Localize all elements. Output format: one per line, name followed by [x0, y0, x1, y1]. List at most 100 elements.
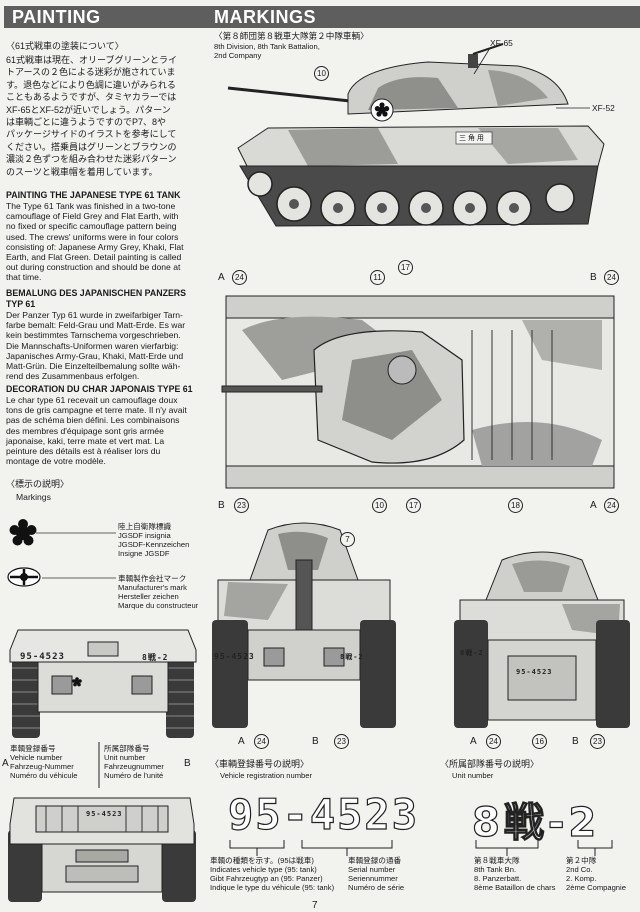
- unit-co-en: 2nd Co.: [566, 865, 593, 874]
- rear-right-plate: 95-4523: [516, 668, 553, 676]
- en-line: camouflage of Field Grey and Flat Earth,…: [6, 211, 179, 222]
- reg-type-jp: 車輌の種類を示す。(95は戦車): [210, 856, 314, 865]
- unit-co-caption: 第２中隊 2nd Co. 2. Komp. 2ème Compagnie: [566, 856, 626, 892]
- de-line: Japanisches Army-Grau, Khaki, Matt-Erde …: [6, 350, 184, 361]
- big-unit: 8戦-2: [471, 799, 601, 846]
- jp-line: パッケージサイドのイラストを参考にして: [6, 129, 177, 140]
- top-marker-a: A: [218, 272, 225, 283]
- painting-de-title: BEMALUNG DES JAPANISCHEN PANZERS TYP 61: [6, 288, 186, 309]
- reg-title-en: Vehicle registration number: [220, 771, 313, 780]
- jp-line: こともあるようですが、タミヤカラーでは: [6, 92, 177, 103]
- callout-16: 16: [532, 734, 547, 749]
- rear-marker-a: A: [470, 736, 477, 747]
- reg-serial-en: Serial number: [348, 865, 396, 874]
- painting-en-body: The Type 61 Tank was finished in a two-t…: [6, 201, 184, 283]
- reg-serial-fr: Numéro de série: [348, 883, 405, 892]
- jp-line: のスーツと戦車帽を着用しています。: [6, 166, 158, 177]
- callout-23-bottom: 23: [234, 498, 249, 513]
- callout-24-bottom: 24: [604, 498, 619, 513]
- de-line: Der Panzer Typ 61 wurde in zweifarbiger …: [6, 310, 183, 320]
- de-title-line: TYP 61: [6, 298, 36, 309]
- maker-leader-line: [42, 577, 116, 579]
- reg-type-en: Indicates vehicle type (95: tank): [210, 865, 317, 874]
- unit-title-jp: 〈所属部隊番号の説明〉: [440, 759, 540, 769]
- reg-bracket-serial: [301, 840, 393, 856]
- jp-line: XF-65とXF-52が近いでしょう。パターン: [6, 104, 171, 115]
- tank-top-view: [221, 295, 615, 489]
- unit-number-en: Unit number: [104, 753, 146, 762]
- front-mid-marker-b: B: [312, 736, 319, 747]
- fr-line: peinture des détails est à réaliser lors…: [6, 446, 161, 457]
- label-marker-b: B: [184, 758, 191, 769]
- page-number: 7: [312, 900, 318, 911]
- reg-bracket-type: [229, 840, 285, 856]
- markings-title-en-2: 2nd Company: [214, 51, 262, 60]
- xf52-leader: [556, 107, 590, 109]
- vehicle-number-de: Fahrzeug-Nummer: [10, 762, 74, 771]
- fr-line: Le char type 61 recevait un camouflage d…: [6, 395, 178, 405]
- legend-maker-de: Hersteller zeichen: [118, 592, 179, 601]
- markings-explain-en: Markings: [16, 492, 51, 502]
- callout-24-top-b: 24: [604, 270, 619, 285]
- reg-type-fr: Indique le type du véhicule (95: tank): [210, 883, 335, 892]
- reg-serial-jp: 車輌登録の通番: [348, 856, 402, 865]
- legend-insignia-fr: Insigne JGSDF: [118, 549, 170, 558]
- legend-maker-en: Manufacturer's mark: [118, 583, 187, 592]
- de-line: kein bestimmtes Tarnschema vorgeschriebe…: [6, 330, 181, 341]
- painting-fr-body: Le char type 61 recevait un camouflage d…: [6, 395, 187, 466]
- callout-17-bottom: 17: [406, 498, 421, 513]
- en-line: out during construction and should be do…: [6, 262, 181, 273]
- side-insignia-icon: [370, 98, 394, 122]
- tank-side-view: [227, 43, 605, 227]
- legend-insignia-en: JGSDF insignia: [118, 531, 171, 540]
- big-plate: 95-4523: [227, 789, 420, 839]
- markings-explain-jp: 〈標示の説明〉: [6, 479, 70, 489]
- unit-bn-caption: 第８戦車大隊 8th Tank Bn. 8. Panzerbatt. 8ème …: [474, 856, 555, 892]
- de-line: rend des Zusammenbaus erfolgen.: [6, 371, 140, 382]
- en-line: The Type 61 Tank was finished in a two-t…: [6, 201, 176, 211]
- paint-xf65: XF-65: [490, 38, 513, 48]
- tank-rear-view-right: [454, 551, 630, 728]
- unit-bracket-co: [577, 840, 613, 856]
- unit-number-label: 所属部隊番号 Unit number Fahrzeugnummer Numéro…: [104, 744, 164, 780]
- jp-line: 濃淡２色ずつを組み合わせた迷彩パターン: [6, 154, 177, 165]
- legend-maker-jp: 車輌製作会社マーク: [118, 574, 187, 583]
- painting-de-body: Der Panzer Typ 61 wurde in zweifarbiger …: [6, 310, 185, 381]
- unit-bn-en: 8th Tank Bn.: [474, 865, 517, 874]
- reg-serial-caption: 車輌登録の通番 Serial number Seriennummer Numér…: [348, 856, 404, 892]
- vehicle-number-label: 車輌登録番号 Vehicle number Fahrzeug-Nummer Nu…: [10, 744, 78, 780]
- jp-line: す。退色などにより色調に違いがみられる: [6, 79, 176, 90]
- jp-line: 61式戦車は現在、オリーブグリーンとライ: [6, 55, 178, 65]
- markings-header: MARKINGS: [206, 6, 640, 28]
- vehicle-number-en: Vehicle number: [10, 753, 63, 762]
- xf65-leader: [473, 47, 491, 75]
- front-left-insignia-icon: [72, 677, 82, 687]
- jgsdf-insignia-icon: [9, 519, 37, 546]
- fr-line: montage de votre modèle.: [6, 456, 106, 467]
- reg-type-de: Gibt Fahrzeugtyp an (95: Panzer): [210, 874, 323, 883]
- rear-marker-b: B: [572, 736, 579, 747]
- callout-7: 7: [340, 532, 355, 547]
- side-plate-text: 三 角 用: [459, 135, 484, 142]
- unit-number-de: Fahrzeugnummer: [104, 762, 164, 771]
- legend-insignia: 陸上自衛隊標識 JGSDF insignia JGSDF-Kennzeichen…: [118, 522, 189, 558]
- legend-insignia-de: JGSDF-Kennzeichen: [118, 540, 190, 549]
- callout-24-front: 24: [254, 734, 269, 749]
- front-mid-marker-a: A: [238, 736, 245, 747]
- callout-10-top: 10: [314, 66, 329, 81]
- manufacturer-mark-icon: [7, 567, 41, 587]
- rear-left-plate: 95-4523: [86, 810, 123, 818]
- en-line: consisting of: Japanese Army Grey, Khaki…: [6, 241, 184, 252]
- label-divider: [98, 742, 100, 788]
- bottom-marker-a: A: [590, 500, 597, 511]
- jp-line: ください。搭乗員はグリーンとブラウンの: [6, 141, 177, 152]
- en-line: no fixed or specific camouflage pattern …: [6, 221, 177, 232]
- reg-serial-de: Seriennummer: [348, 874, 398, 883]
- callout-18: 18: [508, 498, 523, 513]
- callout-10-bottom: 10: [372, 498, 387, 513]
- reg-type-caption: 車輌の種類を示す。(95は戦車) Indicates vehicle type …: [210, 856, 334, 892]
- front-mid-unit: 8戦-2: [340, 653, 364, 661]
- callout-24-top-a: 24: [232, 270, 247, 285]
- markings-title-en-1: 8th Division, 8th Tank Battalion,: [214, 42, 320, 51]
- unit-title-en: Unit number: [452, 771, 494, 780]
